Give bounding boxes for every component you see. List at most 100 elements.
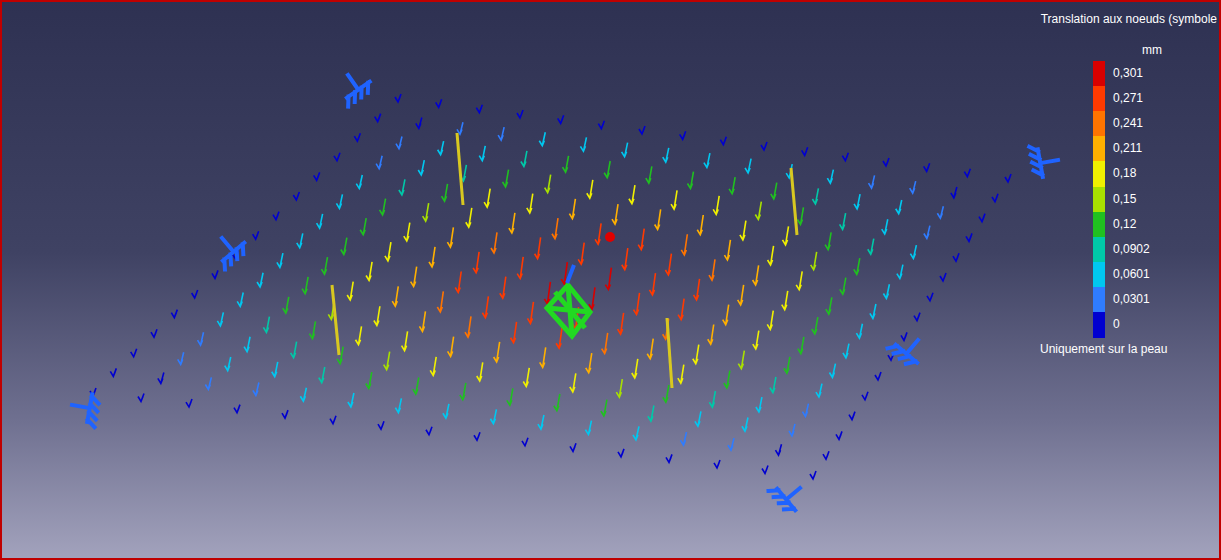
displacement-arrow [580,137,586,151]
displacement-arrow [775,444,781,455]
displacement-arrow [438,141,444,155]
displacement-arrow [604,161,610,178]
color-swatch [1093,86,1105,112]
displacement-arrow [868,239,874,255]
displacement-arrow [443,404,449,418]
displacement-arrow [738,285,744,305]
displacement-arrow [556,327,562,348]
displacement-arrow [693,345,699,364]
displacement-arrow [272,362,278,377]
displacement-arrow [729,177,735,194]
displacement-arrow [771,183,777,199]
displacement-arrow [612,204,618,224]
displacement-arrow [110,368,116,376]
legend-value: 0,18 [1113,166,1136,180]
displacement-arrow [964,169,970,177]
displacement-arrow [392,286,398,306]
displacement-arrow [402,331,408,350]
displacement-arrow [709,259,715,280]
displacement-arrow [910,245,916,259]
displacement-arrow [756,397,762,412]
displacement-arrow [545,175,551,193]
displacement-arrow [171,310,177,318]
displacement-arrow [429,247,435,267]
clamp-symbol [887,328,928,368]
clamp-symbol [69,391,100,427]
displacement-arrow [484,189,490,207]
displacement-arrow [263,317,269,333]
color-swatch [1093,262,1105,288]
displacement-arrow [762,465,768,473]
displacement-arrow [784,357,790,373]
displacement-arrow [663,148,669,162]
displacement-arrow [740,221,746,240]
displacement-arrow [569,199,575,219]
displacement-arrow [649,273,655,295]
displacement-arrow [811,252,817,270]
legend-title: Translation aux noeuds (symbole [1041,12,1217,26]
displacement-arrow [378,421,384,429]
displacement-arrow [570,443,576,451]
displacement-arrow [498,127,504,140]
displacement-arrow [436,99,442,107]
displacement-arrow [366,262,372,281]
displacement-arrow [632,359,638,378]
displacement-arrow [738,351,744,369]
displacement-arrow [527,194,533,213]
displacement-arrow [302,277,308,294]
displacement-arrow [681,234,687,255]
displacement-arrow [540,347,546,367]
color-swatch [1093,187,1105,213]
displacement-arrow [842,153,848,161]
displacement-arrow [447,227,453,247]
clamp-symbol [1029,142,1060,178]
displacement-arrow [697,215,703,235]
displacement-arrow [854,258,860,274]
displacement-arrow [927,293,933,301]
legend-value: 0 [1113,317,1120,331]
displacement-arrow [244,337,250,352]
displacement-arrow [798,337,804,354]
displacement-arrow [742,418,748,432]
displacement-arrow [598,121,604,129]
displacement-arrow [158,372,164,383]
displacement-arrow [384,352,390,370]
legend-value: 0,0301 [1113,292,1150,306]
displacement-arrow [558,115,564,123]
displacement-arrow [768,246,774,265]
displacement-arrow [810,471,816,479]
displacement-arrow [309,321,315,338]
displacement-arrow [680,432,686,445]
displacement-arrow [234,405,240,413]
displacement-arrow [629,185,635,204]
displacement-arrow [476,105,482,113]
displacement-arrow [314,172,320,180]
displacement-arrow [317,214,323,228]
displacement-arrow [138,394,144,402]
displacement-arrow [563,156,569,172]
displacement-arrow [601,400,607,416]
displacement-arrow [460,383,466,400]
displacement-arrow [511,322,517,343]
displacement-arrow [587,180,593,198]
displacement-arrow [354,133,360,141]
legend-value: 0,301 [1113,66,1143,80]
legend-value: 0,0601 [1113,267,1150,281]
axis-tick [567,265,574,283]
displacement-arrow [648,406,654,422]
displacement-arrow [910,181,916,193]
displacement-arrow [869,175,875,188]
displacement-arrow [720,137,726,145]
displacement-arrow [455,272,461,293]
displacement-arrow [713,196,719,214]
displacement-arrow [782,291,788,310]
displacement-arrow [812,317,818,334]
displacement-arrow [360,218,366,235]
displacement-arrow [385,242,391,261]
displacement-arrow [914,313,920,321]
displacement-arrow [490,409,496,423]
color-swatch [1093,161,1105,187]
displacement-arrow [521,151,527,167]
displacement-arrow [375,114,381,122]
displacement-arrow [665,254,671,275]
